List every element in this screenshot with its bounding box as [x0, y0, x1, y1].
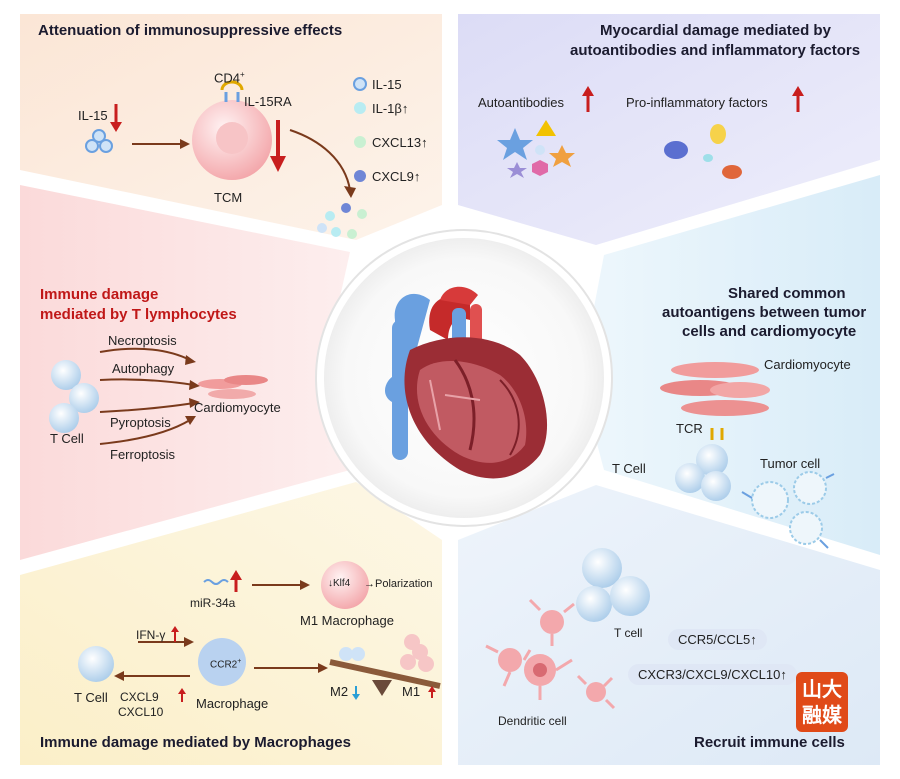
panel-title-shared-2: autoantigens between tumor [662, 304, 867, 321]
logo-line-1: 山大 [802, 677, 842, 701]
cxcl9-label: CXCL9 [120, 690, 159, 704]
pathway-pyroptosis: Pyroptosis [110, 415, 171, 430]
legend-il15: IL-15 [372, 77, 402, 92]
mir34a-label: miR-34a [190, 596, 236, 610]
cxcr3-pill: CXCR3/CXCL9/CXCL10↑ [628, 664, 797, 685]
klf4-label: ↓Klf4 [328, 578, 351, 589]
il15ra-label: IL-15RA [244, 94, 292, 109]
ccr2-label: CCR2+ [210, 658, 242, 671]
autoantibodies-label: Autoantibodies [478, 95, 565, 110]
panel-title-tlymph-1: Immune damage [40, 286, 159, 303]
tcm-label: TCM [214, 190, 243, 205]
tcell-label-recruit: T cell [614, 626, 643, 640]
legend-cxcl9: CXCL9↑ [372, 169, 421, 184]
tcell-label-left: T Cell [50, 431, 84, 446]
panel-title-shared-1: Shared common [728, 285, 846, 302]
pathway-ferroptosis: Ferroptosis [110, 447, 176, 462]
panel-title-macrophages: Immune damage mediated by Macrophages [40, 734, 351, 751]
panel-title-shared-3: cells and cardiomyocyte [682, 323, 857, 340]
panel-title-myocardial-2: autoantibodies and inflammatory factors [570, 42, 861, 59]
legend-cxcl13: CXCL13↑ [372, 135, 428, 150]
cardiomyocyte-label-right: Cardiomyocyte [764, 357, 851, 372]
macrophage-label: Macrophage [196, 696, 269, 711]
logo-line-2: 融媒 [802, 703, 842, 727]
panel-title-recruit: Recruit immune cells [694, 734, 845, 751]
cxcl10-label: CXCL10 [118, 705, 164, 719]
tcell-label-macrophage: T Cell [74, 690, 108, 705]
tcell-label-right: T Cell [612, 461, 646, 476]
panel-title-myocardial-1: Myocardial damage mediated by [600, 22, 831, 39]
tumor-cell-label: Tumor cell [760, 456, 821, 471]
tcr-label: TCR [676, 421, 703, 436]
pathway-necroptosis: Necroptosis [108, 333, 177, 348]
ifn-gamma-label: IFN-γ [136, 628, 166, 642]
cd4-label: CD4+ [214, 70, 245, 86]
proinflammatory-label: Pro-inflammatory factors [626, 95, 768, 110]
polarization-label: →Polarization [364, 578, 433, 590]
panel-title-tlymph-2: mediated by T lymphocytes [40, 306, 237, 323]
cardiomyocyte-label-left: Cardiomyocyte [194, 400, 281, 415]
media-logo: 山大 融媒 [796, 672, 848, 732]
il15-label: IL-15 [78, 108, 108, 123]
dendritic-cell-label: Dendritic cell [498, 714, 567, 728]
panel-title-immunosuppressive: Attenuation of immunosuppressive effects [38, 22, 343, 39]
ccr5-ccl5-pill: CCR5/CCL5↑ [668, 629, 767, 650]
legend-il1b: IL-1β↑ [372, 101, 409, 116]
m1-label: M1 [402, 684, 421, 699]
m1-macrophage-label: M1 Macrophage [300, 613, 394, 628]
m2-label: M2 [330, 684, 349, 699]
pathway-autophagy: Autophagy [112, 361, 175, 376]
